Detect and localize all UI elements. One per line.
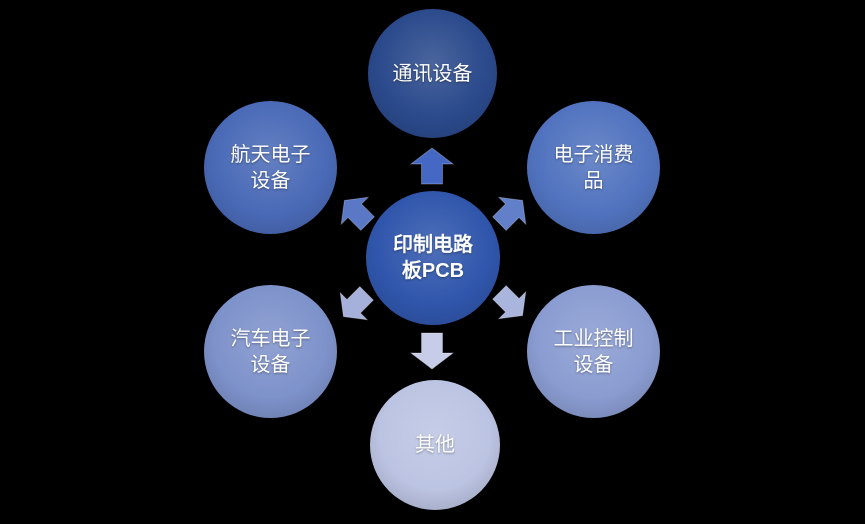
node-label: 设备 [573, 353, 614, 376]
block-arrow-down [410, 332, 454, 370]
node-aerospace-electronics: 航天电子 设备 [204, 101, 337, 234]
block-arrow-up-right [484, 185, 538, 239]
node-label: 航天电子 [230, 143, 311, 166]
node-label: 设备 [250, 169, 291, 192]
node-label: 设备 [250, 353, 291, 376]
node-label: 通讯设备 [392, 62, 473, 85]
node-consumer-electronics: 电子消费 品 [527, 101, 660, 234]
node-center-pcb: 印制电路 板PCB [366, 191, 500, 325]
node-label: 电子消费 [553, 143, 634, 166]
block-arrow-up-left [329, 185, 383, 239]
node-label: 印制电路 [393, 234, 473, 256]
node-label: 其他 [415, 434, 455, 456]
node-label: 板PCB [401, 260, 465, 282]
node-industrial-control: 工业控制 设备 [527, 285, 660, 418]
block-arrow-down-left [328, 278, 382, 332]
node-label: 工业控制 [553, 327, 634, 350]
node-label: 汽车电子 [230, 327, 311, 350]
node-communication-equipment: 通讯设备 [368, 9, 497, 138]
node-label: 品 [583, 169, 604, 192]
block-arrow-down-right [484, 277, 538, 331]
block-arrow-up [410, 147, 454, 185]
node-other: 其他 [370, 380, 500, 510]
node-automotive-electronics: 汽车电子 设备 [204, 285, 337, 418]
